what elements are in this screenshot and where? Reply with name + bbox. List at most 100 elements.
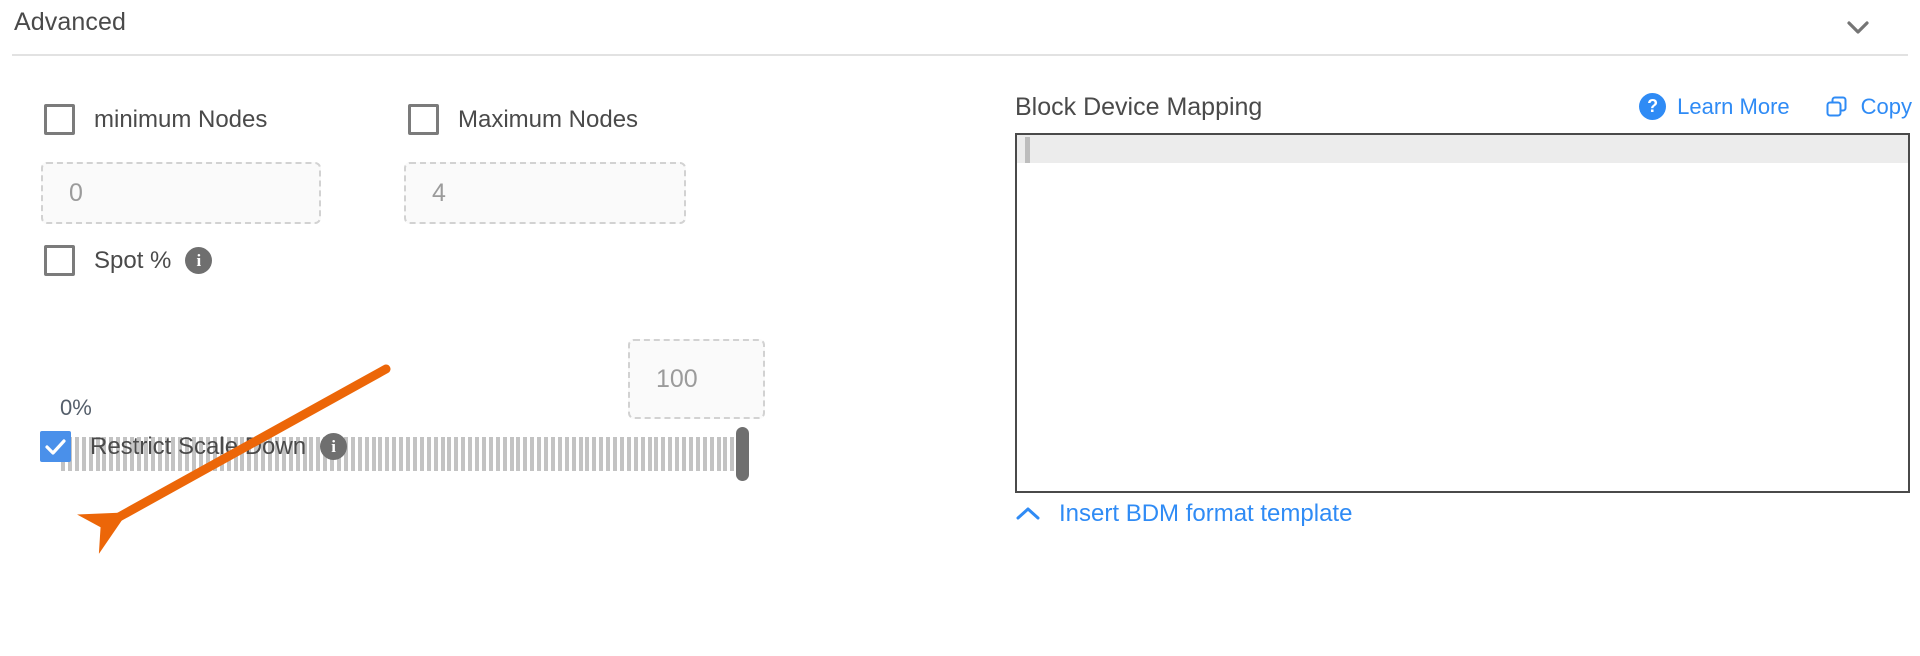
slider-tick — [357, 437, 362, 471]
block-device-mapping-editor[interactable] — [1015, 133, 1910, 493]
insert-bdm-format-template-link[interactable]: Insert BDM format template — [1015, 500, 1352, 528]
chevron-down-icon[interactable] — [1842, 11, 1874, 43]
slider-tick — [709, 437, 714, 471]
block-device-mapping-actions: ? Learn More Copy — [1639, 93, 1912, 120]
slider-tick — [502, 437, 507, 471]
slider-tick — [523, 437, 528, 471]
slider-tick — [412, 437, 417, 471]
maximum-nodes-label: Maximum Nodes — [458, 105, 639, 133]
block-device-mapping-section: Block Device Mapping ? Learn More Copy — [1010, 55, 1920, 656]
insert-bdm-format-template-label: Insert BDM format template — [1059, 500, 1353, 527]
slider-tick — [688, 437, 693, 471]
slider-tick — [592, 437, 597, 471]
slider-tick — [723, 437, 728, 471]
slider-tick — [364, 437, 369, 471]
slider-tick — [599, 437, 604, 471]
chevron-up-icon — [1015, 505, 1041, 523]
maximum-nodes-checkbox[interactable] — [408, 104, 439, 135]
copy-icon — [1824, 94, 1850, 120]
minimum-nodes-label: minimum Nodes — [94, 105, 268, 133]
slider-tick — [447, 437, 452, 471]
learn-more-link[interactable]: ? Learn More — [1639, 93, 1790, 120]
slider-tick — [378, 437, 383, 471]
restrict-scale-down-checkbox-row[interactable]: Restrict Scale Down i — [40, 431, 348, 462]
restrict-scale-down-checkbox[interactable] — [40, 431, 71, 462]
editor-cursor — [1025, 137, 1030, 163]
slider-tick — [695, 437, 700, 471]
minimum-nodes-input[interactable]: 0 — [41, 162, 321, 224]
restrict-scale-down-label: Restrict Scale Down — [90, 432, 307, 460]
advanced-panel-header[interactable]: Advanced — [0, 0, 1920, 56]
slider-tick — [392, 437, 397, 471]
maximum-nodes-input-placeholder: 4 — [432, 178, 446, 207]
slider-tick — [550, 437, 555, 471]
slider-tick — [647, 437, 652, 471]
slider-tick — [488, 437, 493, 471]
spot-percent-checkbox[interactable] — [44, 245, 75, 276]
header-divider — [12, 54, 1908, 56]
copy-label: Copy — [1860, 93, 1912, 119]
block-device-mapping-title: Block Device Mapping — [1015, 93, 1263, 121]
slider-tick — [557, 437, 562, 471]
slider-tick — [481, 437, 486, 471]
spot-percent-slider-thumb[interactable] — [736, 427, 749, 481]
slider-tick — [578, 437, 583, 471]
slider-tick — [475, 437, 479, 471]
slider-tick — [606, 437, 611, 471]
slider-tick — [468, 437, 473, 471]
slider-tick — [495, 437, 500, 471]
slider-tick — [730, 437, 735, 471]
slider-tick — [530, 437, 535, 471]
slider-tick — [613, 437, 617, 471]
maximum-nodes-checkbox-row[interactable]: Maximum Nodes — [408, 104, 638, 135]
maximum-nodes-input[interactable]: 4 — [404, 162, 686, 224]
spot-percent-checkbox-row[interactable]: Spot % i — [44, 245, 213, 276]
spot-percent-info-icon[interactable]: i — [185, 247, 213, 274]
slider-tick — [633, 437, 638, 471]
slider-tick — [716, 437, 721, 471]
minimum-nodes-checkbox[interactable] — [44, 104, 75, 135]
spot-percent-label: Spot % — [94, 246, 172, 274]
slider-tick — [626, 437, 631, 471]
minimum-nodes-input-placeholder: 0 — [69, 178, 83, 207]
slider-tick — [385, 437, 390, 471]
spot-percent-value-input[interactable]: 100 — [628, 339, 765, 419]
slider-tick — [399, 437, 404, 471]
slider-tick — [640, 437, 645, 471]
slider-tick — [675, 437, 680, 471]
slider-tick — [619, 437, 624, 471]
editor-active-line — [1017, 135, 1908, 163]
slider-tick — [661, 437, 666, 471]
restrict-scale-down-info-icon[interactable]: i — [320, 433, 348, 460]
slider-tick — [81, 437, 86, 471]
slider-tick — [461, 437, 466, 471]
slider-tick — [668, 437, 673, 471]
slider-tick — [454, 437, 459, 471]
slider-tick — [682, 437, 686, 471]
slider-tick — [88, 437, 93, 471]
copy-button[interactable]: Copy — [1824, 94, 1912, 120]
slider-min-label: 0% — [60, 395, 92, 420]
slider-tick — [702, 437, 707, 471]
advanced-left-column: minimum Nodes Maximum Nodes 0 4 Spot % i… — [0, 55, 980, 656]
slider-tick — [371, 437, 376, 471]
slider-tick — [537, 437, 542, 471]
slider-tick — [419, 437, 424, 471]
slider-tick — [509, 437, 514, 471]
learn-more-label: Learn More — [1677, 93, 1790, 119]
slider-tick — [406, 437, 410, 471]
slider-tick — [571, 437, 576, 471]
minimum-nodes-checkbox-row[interactable]: minimum Nodes — [44, 104, 267, 135]
slider-tick — [654, 437, 659, 471]
slider-tick — [440, 437, 445, 471]
slider-tick — [95, 437, 100, 471]
spot-percent-value-placeholder: 100 — [656, 364, 698, 393]
slider-tick — [426, 437, 431, 471]
slider-tick — [433, 437, 438, 471]
slider-tick — [350, 437, 355, 471]
slider-tick — [544, 437, 548, 471]
slider-tick — [585, 437, 590, 471]
slider-tick — [74, 437, 79, 471]
page-title: Advanced — [14, 8, 126, 36]
slider-tick — [564, 437, 569, 471]
